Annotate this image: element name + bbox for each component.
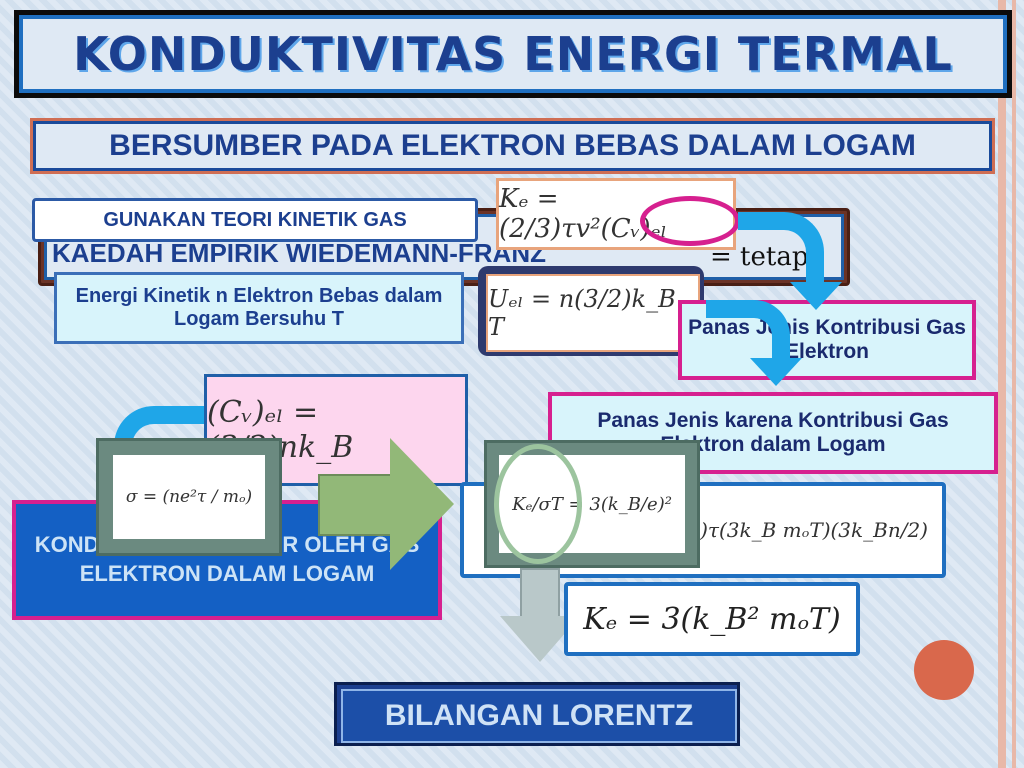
lorentz-label-box: BILANGAN LORENTZ bbox=[334, 682, 740, 746]
lorentz-label-inner: BILANGAN LORENTZ bbox=[341, 689, 737, 743]
lorentz-label: BILANGAN LORENTZ bbox=[384, 699, 694, 732]
kinetic-theory-label: GUNAKAN TEORI KINETIK GAS bbox=[103, 208, 407, 231]
slide-title: KONDUKTIVITAS ENERGI TERMAL bbox=[14, 10, 1012, 98]
lorentz-highlight-ring bbox=[494, 444, 582, 564]
green-arrow-head bbox=[390, 438, 454, 570]
cv-highlight-ring bbox=[640, 196, 740, 246]
down-arrow-body bbox=[520, 568, 560, 618]
energy-label: Energi Kinetik n Elektron Bebas dalam Lo… bbox=[75, 285, 443, 330]
right-rail bbox=[998, 0, 1006, 768]
formula-uel-inner: Uₑₗ = n(3/2)k_B T bbox=[486, 274, 700, 352]
formula-ke-final-box: Kₑ = 3(k_B² mₒT) bbox=[564, 582, 860, 656]
wiedemann-label: KAEDAH EMPIRIK WIEDEMANN-FRANZ bbox=[52, 238, 546, 268]
right-rail-thin bbox=[1012, 0, 1016, 768]
curved-arrow-mid-right-head bbox=[750, 358, 802, 386]
formula-sigma-inner: σ = (ne²τ / mₒ) bbox=[113, 455, 265, 539]
heat-contribution-box: Panas Jenis Kontribusi Gas Elektron bbox=[678, 300, 976, 380]
formula-ke-kinetic: Kₑ = (2/3)τv²(Cᵥ)ₑₗ bbox=[499, 184, 667, 244]
slide-title-text: KONDUKTIVITAS ENERGI TERMAL bbox=[73, 27, 953, 81]
heat-metal-box: Panas Jenis karena Kontribusi Gas Elektr… bbox=[548, 392, 998, 474]
formula-uel: Uₑₗ = n(3/2)k_B T bbox=[488, 285, 676, 341]
formula-ke-kinetic-box: Kₑ = (2/3)τv²(Cᵥ)ₑₗ bbox=[496, 178, 736, 250]
formula-sigma-box: σ = (ne²τ / mₒ) bbox=[96, 438, 282, 556]
decorative-orange-dot bbox=[914, 640, 974, 700]
curved-arrow-top-right bbox=[738, 212, 824, 286]
curved-arrow-mid-right bbox=[706, 300, 790, 360]
energy-label-box: Energi Kinetik n Elektron Bebas dalam Lo… bbox=[54, 272, 464, 344]
heat-metal-label: Panas Jenis karena Kontribusi Gas Elektr… bbox=[597, 409, 949, 456]
formula-ke-final: Kₑ = 3(k_B² mₒT) bbox=[583, 601, 841, 637]
green-arrow-body bbox=[318, 474, 392, 536]
kinetic-theory-box: GUNAKAN TEORI KINETIK GAS bbox=[32, 198, 478, 242]
slide-subtitle-text: BERSUMBER PADA ELEKTRON BEBAS DALAM LOGA… bbox=[109, 129, 916, 162]
formula-uel-box: Uₑₗ = n(3/2)k_B T bbox=[478, 266, 704, 356]
slide-subtitle: BERSUMBER PADA ELEKTRON BEBAS DALAM LOGA… bbox=[30, 118, 995, 174]
curved-arrow-top-right-head bbox=[790, 282, 842, 310]
formula-sigma: σ = (ne²τ / mₒ) bbox=[125, 487, 253, 507]
